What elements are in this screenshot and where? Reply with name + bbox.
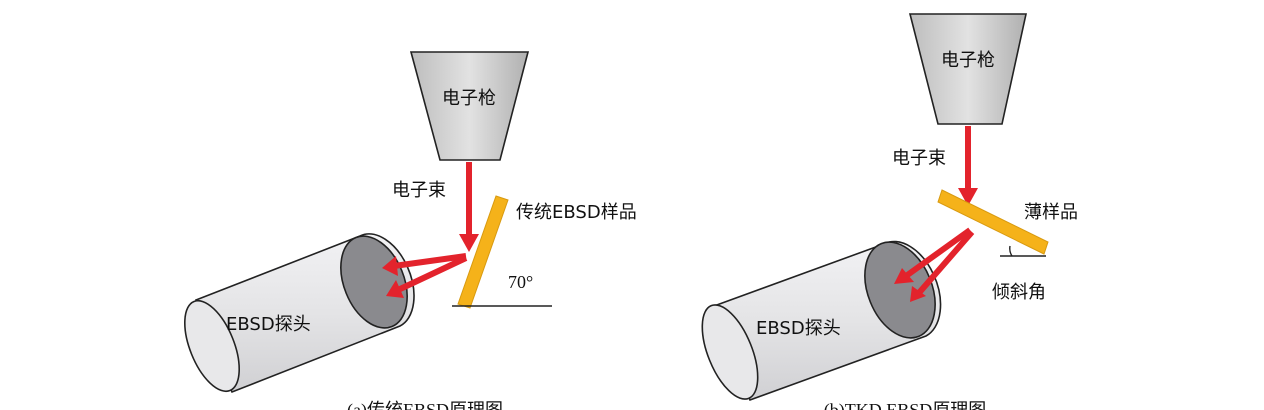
right-caption: (b)TKD EBSD原理图 <box>824 400 987 410</box>
right-diffracted-beams <box>894 227 975 302</box>
left-beam-label: 电子束 <box>392 180 446 201</box>
left-detector-label: EBSD探头 <box>226 314 311 335</box>
left-panel: 电子枪 电子束 传统EBSD样品 70° EBSD探头 <box>184 51 637 410</box>
right-gun-label: 电子枪 <box>941 50 995 71</box>
left-sample-label: 传统EBSD样品 <box>516 202 637 223</box>
left-detector-face <box>340 235 408 329</box>
left-electron-gun: 电子枪 <box>409 51 530 161</box>
right-thin-sample <box>937 189 1049 255</box>
left-ebsd-detector <box>184 233 415 394</box>
right-electron-beam <box>958 126 978 206</box>
right-sample-label: 薄样品 <box>1024 202 1078 223</box>
right-panel: 电子枪 电子束 薄样品 倾斜角 EBSD探头 <box>701 13 1078 410</box>
left-angle-label: 70° <box>508 272 533 292</box>
right-electron-gun: 电子枪 <box>908 13 1027 125</box>
right-beam-label: 电子束 <box>892 148 946 169</box>
left-electron-beam <box>459 162 479 252</box>
right-angle-arc <box>1009 245 1013 257</box>
left-diffracted-beams <box>382 253 468 298</box>
left-sample <box>457 195 509 309</box>
right-detector-label: EBSD探头 <box>756 318 841 339</box>
right-angle-label: 倾斜角 <box>992 282 1046 303</box>
left-caption: (a)传统EBSD原理图 <box>347 400 503 410</box>
left-gun-label: 电子枪 <box>442 88 496 109</box>
